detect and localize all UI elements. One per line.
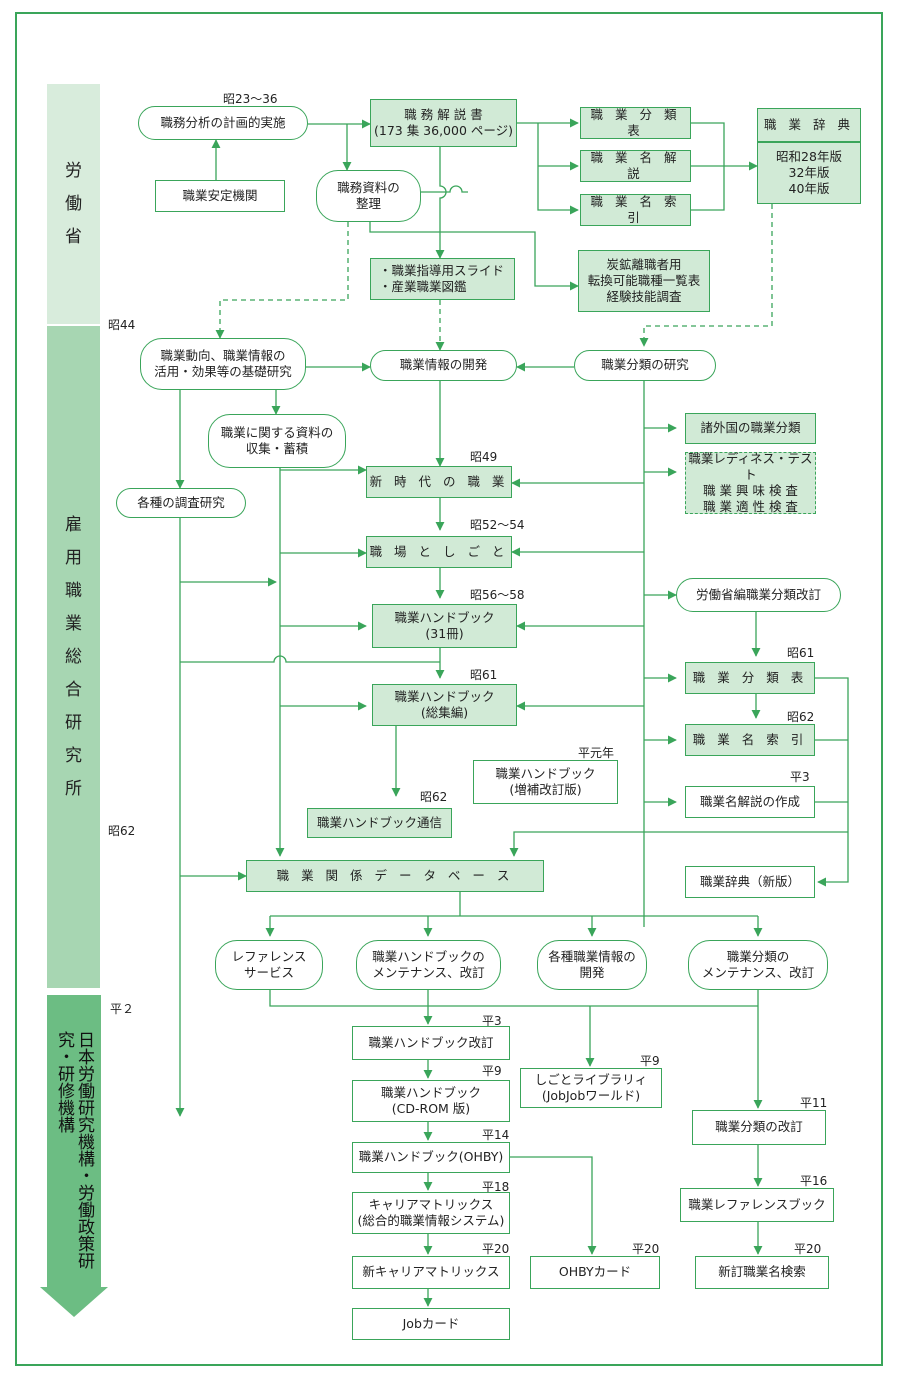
era-char: 働 xyxy=(65,193,82,214)
year-label: 昭62 xyxy=(787,710,815,724)
node-meikaisetsu-sakusei: 職業名解説の作成 xyxy=(685,786,815,818)
node-kakushu: 各種職業情報の 開発 xyxy=(537,940,647,990)
node-hb31: 職業ハンドブック (31冊) xyxy=(372,604,517,648)
era-char: 総 xyxy=(65,646,82,667)
diagram-frame xyxy=(15,12,883,1366)
node-jiten-new: 職業辞典（新版） xyxy=(685,866,815,898)
year-label: 平3 xyxy=(790,770,810,784)
node-jiten: 職 業 辞 典 xyxy=(757,108,861,142)
node-shokuba: 職 場 と し ご と xyxy=(366,536,512,568)
node-hb-soushu: 職業ハンドブック (総集編) xyxy=(372,684,517,726)
node-hb-cdrom: 職業ハンドブック (CD-ROM 版) xyxy=(352,1080,510,1122)
node-shinjidai: 新 時 代 の 職 業 xyxy=(366,466,512,498)
era-char: 雇 xyxy=(65,514,82,535)
node-hb-maint: 職業ハンドブックの メンテナンス、改訂 xyxy=(356,940,501,990)
era-char: 労 xyxy=(65,160,82,181)
node-hb-zouho: 職業ハンドブック (増補改訂版) xyxy=(473,760,618,804)
node-database: 職 業 関 係 デ ー タ ベ ー ス xyxy=(246,860,544,892)
node-bunrui-hyo: 職 業 分 類 表 xyxy=(580,107,691,139)
year-label: 平16 xyxy=(800,1174,828,1188)
year-label: 昭52～54 xyxy=(470,518,525,532)
node-shiryou: 職務資料の 整理 xyxy=(316,170,421,222)
node-shinmei: 新訂職業名検索 xyxy=(695,1256,829,1289)
year-label: 昭56～58 xyxy=(470,588,525,602)
year-label: 平3 xyxy=(482,1014,502,1028)
node-kaitei-rousho: 労働省編職業分類改訂 xyxy=(676,578,841,612)
year-label: 平20 xyxy=(794,1242,822,1256)
year-label: 昭23～36 xyxy=(223,92,278,106)
node-kaihatsu: 職業情報の開発 xyxy=(370,350,517,381)
node-kiso: 職業動向、職業情報の 活用・効果等の基礎研究 xyxy=(140,338,306,390)
node-career: キャリアマトリックス (総合的職業情報システム) xyxy=(352,1192,510,1234)
year-label: 昭44 xyxy=(108,318,136,332)
node-shushu: 職業に関する資料の 収集・蓄積 xyxy=(208,414,346,468)
era-label-jil: 日本労働研究機構・労働政策研究・研修機構 xyxy=(54,1031,94,1269)
node-shin-career: 新キャリアマトリックス xyxy=(352,1256,510,1289)
year-label: 昭62 xyxy=(420,790,448,804)
node-ohby-card: OHBYカード xyxy=(530,1256,660,1289)
node-kaisetsu: 職 務 解 説 書 (173 集 36,000 ページ) xyxy=(370,99,517,147)
era-char: 業 xyxy=(65,613,82,634)
era-char: 研 xyxy=(65,712,82,733)
era-char: 省 xyxy=(65,226,82,247)
node-jobcard: Jobカード xyxy=(352,1308,510,1340)
node-bunrui-hyo-61: 職 業 分 類 表 xyxy=(685,662,815,694)
era-char: 所 xyxy=(65,778,82,799)
year-label: 平9 xyxy=(482,1064,502,1078)
year-label: 昭61 xyxy=(470,668,498,682)
node-plan: 職務分析の計画的実施 xyxy=(138,106,308,140)
node-shogaikoku: 諸外国の職業分類 xyxy=(685,413,816,444)
node-tanko: 炭鉱離職者用 転換可能職種一覧表 経験技能調査 xyxy=(578,250,710,312)
node-slide: ・職業指導用スライド ・産業職業図鑑 xyxy=(370,258,515,300)
node-hb-kaitei: 職業ハンドブック改訂 xyxy=(352,1026,510,1060)
year-label: 平14 xyxy=(482,1128,510,1142)
era-arrow-shape xyxy=(40,995,108,1317)
year-label: 平9 xyxy=(640,1054,660,1068)
node-bunrui-kenkyu: 職業分類の研究 xyxy=(574,350,716,381)
node-jiten-editions: 昭和28年版 32年版 40年版 xyxy=(757,142,861,204)
node-readiness: 職業レディネス・テスト 職 業 興 味 検 査 職 業 適 性 検 査 xyxy=(685,451,816,514)
year-label: 昭61 xyxy=(787,646,815,660)
year-label: 平18 xyxy=(482,1180,510,1194)
node-shigoto-lib: しごとライブラリィ (JobJobワールド) xyxy=(520,1068,662,1108)
year-label: 平20 xyxy=(482,1242,510,1256)
node-bunrui-kaitei: 職業分類の改訂 xyxy=(692,1110,826,1145)
node-reference: レファレンス サービス xyxy=(215,940,323,990)
node-meikaisetsu: 職 業 名 解 説 xyxy=(580,150,691,182)
year-label: 平２ xyxy=(110,1002,135,1016)
node-meisakuin-62: 職 業 名 索 引 xyxy=(685,724,815,756)
node-ref-book: 職業レファレンスブック xyxy=(680,1188,834,1222)
era-band-koyou-souken: 雇 用 職 業 総 合 研 究 所 xyxy=(47,326,100,988)
year-label: 昭49 xyxy=(470,450,498,464)
year-label: 平元年 xyxy=(578,746,615,760)
era-char: 究 xyxy=(65,745,82,766)
year-label: 平11 xyxy=(800,1096,828,1110)
era-char: 合 xyxy=(65,679,82,700)
year-label: 昭62 xyxy=(108,824,136,838)
node-meisakuin: 職 業 名 索 引 xyxy=(580,194,691,226)
node-chousa: 各種の調査研究 xyxy=(116,488,246,518)
node-hb-tsushin: 職業ハンドブック通信 xyxy=(307,808,452,838)
node-bunrui-maint: 職業分類の メンテナンス、改訂 xyxy=(688,940,828,990)
node-antei: 職業安定機関 xyxy=(155,180,285,212)
era-char: 用 xyxy=(65,547,82,568)
node-ohby: 職業ハンドブック(OHBY) xyxy=(352,1142,510,1173)
era-band-roudousho: 労 働 省 xyxy=(47,84,100,324)
era-char: 職 xyxy=(65,580,82,601)
year-label: 平20 xyxy=(632,1242,660,1256)
era-band-jil-jilpt: 日本労働研究機構・労働政策研究・研修機構 xyxy=(40,995,108,1317)
